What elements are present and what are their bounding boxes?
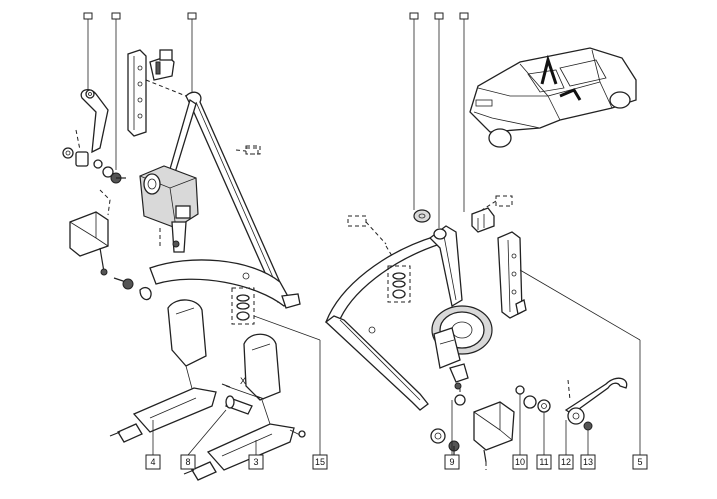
callout-12: 12: [558, 454, 574, 470]
left-anchor-bracket: [62, 88, 126, 216]
left-lower-bolts: [113, 277, 152, 301]
callout-8: 8: [180, 454, 196, 470]
callout-9-label: 9: [449, 457, 454, 467]
right-washer-stack: [387, 265, 411, 303]
callout-5-label: 5: [637, 457, 642, 467]
bolt-with-dimension: X: [187, 376, 265, 456]
callout-8-label: 8: [185, 457, 190, 467]
callout-4-label: 4: [150, 457, 155, 467]
callout-11-label: 11: [539, 457, 548, 467]
car-illustration: [469, 47, 637, 148]
callout-4: 4: [145, 454, 161, 470]
left-belt-webbing: [149, 91, 301, 309]
right-lower-cover: [430, 401, 515, 470]
callout-9: 9: [444, 454, 460, 470]
right-retractor: [431, 305, 493, 406]
right-top-bushing: [413, 207, 495, 233]
left-retractor-cover: [69, 211, 109, 276]
callout-12-label: 12: [561, 457, 571, 467]
left-buckle-1: [109, 299, 217, 455]
right-empty-tags: [245, 145, 513, 245]
right-shoulder-belt: [429, 225, 463, 308]
callout-10-label: 10: [515, 457, 525, 467]
right-anchor-bracket: [515, 377, 628, 431]
callout-11: 11: [536, 454, 552, 470]
right-leader-lines: [451, 394, 589, 455]
callout-13-label: 13: [583, 457, 593, 467]
callout-10: 10: [512, 454, 528, 470]
left-height-adjuster-rail: [127, 49, 187, 137]
callout-5: 5: [632, 454, 648, 470]
left-retractor: [139, 165, 199, 253]
right-height-adjuster-rail: [497, 231, 641, 455]
left-buckle-2: [183, 333, 306, 481]
callout-3-label: 3: [253, 457, 258, 467]
callout-15: 15: [312, 454, 328, 470]
top-callout-tags: [83, 12, 469, 228]
left-washer-stack: [231, 287, 321, 455]
right-belt-webbing: [324, 235, 441, 411]
dimension-x-label: X: [240, 376, 246, 386]
callout-13: 13: [580, 454, 596, 470]
callout-3: 3: [248, 454, 264, 470]
callout-15-label: 15: [315, 457, 325, 467]
